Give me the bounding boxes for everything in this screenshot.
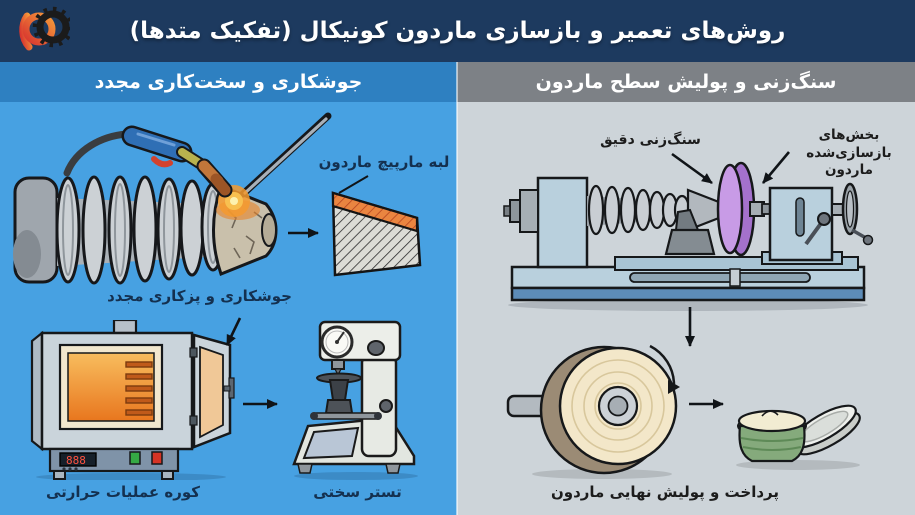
right-panel-title: سنگ‌زنی و پولیش سطح ماردون xyxy=(535,71,837,93)
grinding-machine-illustration xyxy=(503,161,874,311)
page-title: روش‌های تعمیر و بازسازی ماردون کونیکال (… xyxy=(129,18,786,44)
screw-edge-label: لبه مارپیچ ماردون xyxy=(318,153,450,171)
grinding-wheel xyxy=(716,161,756,257)
rebuilt-parts-label: بخش‌های بازسازی‌شده ماردون xyxy=(788,127,910,180)
furnace-label: کوره عملیات حرارتی xyxy=(45,483,201,501)
red-button xyxy=(151,451,163,465)
panel-divider xyxy=(456,62,458,515)
left-panel-title: جوشکاری و سخت‌کاری مجدد xyxy=(94,71,363,93)
screw-illustration xyxy=(13,175,278,285)
furnace-door xyxy=(192,333,235,449)
precise-grinding-label: سنگ‌زنی دقیق xyxy=(600,132,701,148)
welding-torch xyxy=(63,125,233,198)
logo-icon xyxy=(19,6,70,51)
flight-edge-wedge-illustration xyxy=(331,191,422,277)
welding-flame xyxy=(216,185,260,220)
welding-scene-illustration xyxy=(13,112,332,285)
furnace-control-panel: 888 xyxy=(48,447,180,473)
jar-body xyxy=(737,409,807,463)
tester-label: تستر سختی xyxy=(313,483,402,501)
furnace-illustration: 888 xyxy=(30,320,235,480)
headstock xyxy=(536,176,589,269)
rotation-arrow xyxy=(649,344,676,385)
furnace-display: 888 xyxy=(66,454,86,467)
rebuilt-parts-line2: بازسازی‌شده ماردون xyxy=(806,144,892,179)
buffing-wheel-illustration xyxy=(506,344,680,479)
rebuilt-parts-line1: بخش‌های xyxy=(818,127,880,143)
header: روش‌های تعمیر و بازسازی ماردون کونیکال (… xyxy=(0,0,915,62)
left-panel-header: جوشکاری و سخت‌کاری مجدد xyxy=(0,62,457,102)
final-polish-label: پرداخت و پولیش نهایی ماردون xyxy=(550,483,780,501)
hardness-tester-illustration xyxy=(292,320,418,480)
logo-gear-ring xyxy=(32,6,70,48)
rewelding-label: جوشکاری و پزکاری مجدد xyxy=(107,287,292,305)
welding-rod xyxy=(239,112,332,198)
right-panel-header: سنگ‌زنی و پولیش سطح ماردون xyxy=(457,62,915,102)
mounted-screw xyxy=(587,184,726,236)
polish-jar-illustration xyxy=(736,404,861,470)
tester-screen xyxy=(302,426,360,460)
green-button xyxy=(129,451,141,465)
hardfacing-band xyxy=(331,191,419,233)
heating-elements xyxy=(125,361,153,416)
